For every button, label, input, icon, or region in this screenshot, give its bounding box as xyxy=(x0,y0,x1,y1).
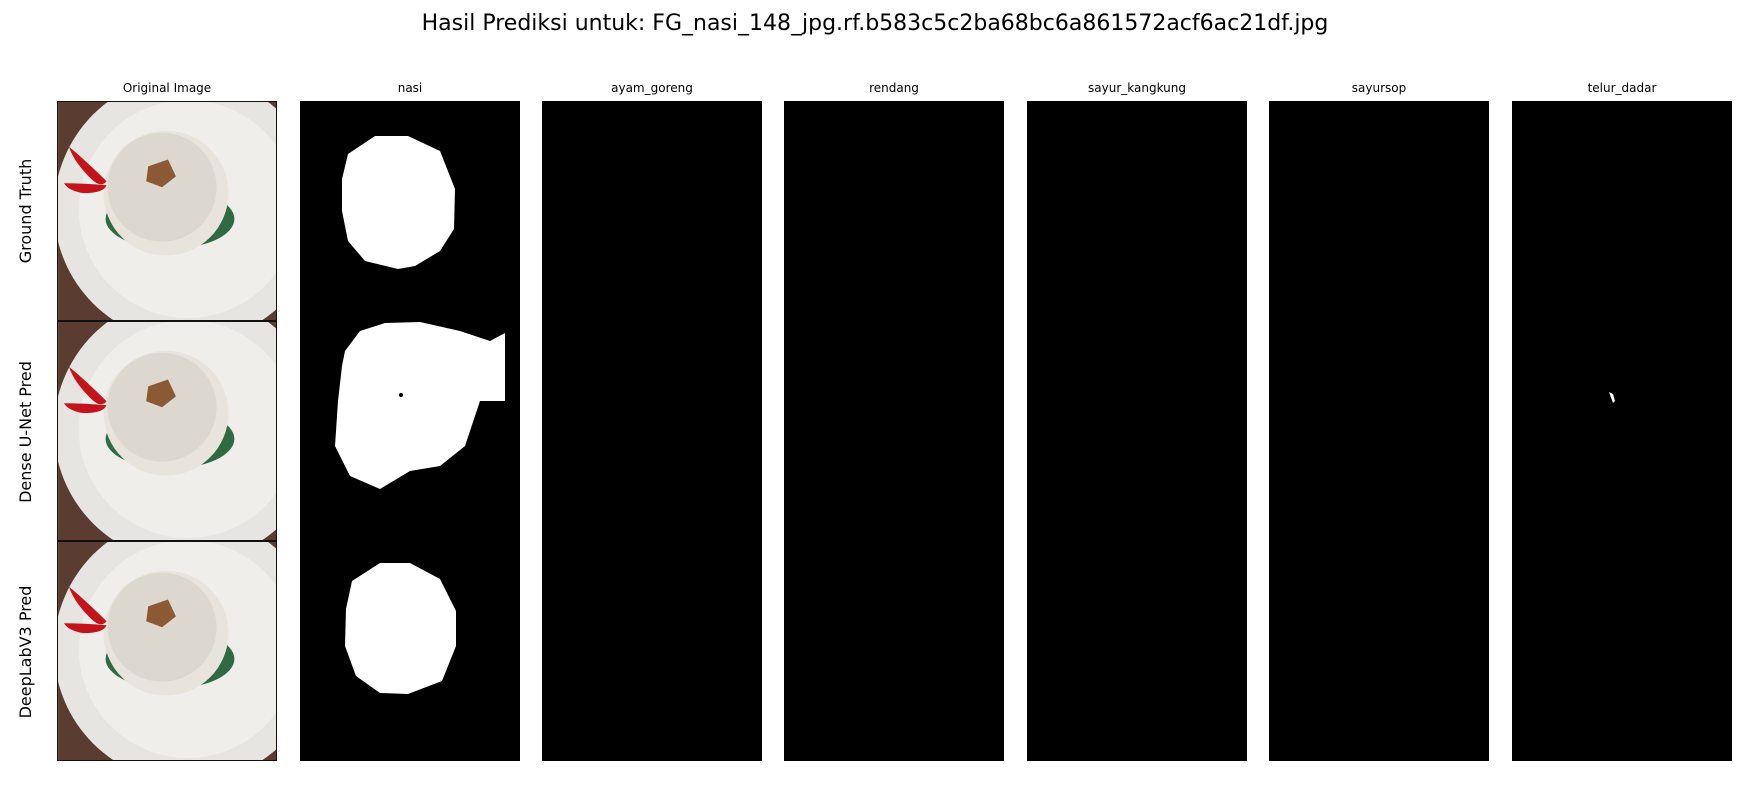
original-image-dense-unet xyxy=(57,321,277,541)
column-title-sayursop: sayursop xyxy=(1351,81,1407,95)
mask-panel-nasi xyxy=(300,101,520,761)
figure-title: Hasil Prediksi untuk: FG_nasi_148_jpg.rf… xyxy=(421,11,1329,36)
mask-panel-sayur-kangkung xyxy=(1027,101,1247,761)
original-image-ground-truth xyxy=(57,101,277,321)
mask-panel-ayam-goreng xyxy=(542,101,762,761)
column-title-sayur-kangkung: sayur_kangkung xyxy=(1088,81,1186,95)
mask-nasi-deeplabv3 xyxy=(345,563,456,694)
column-title-ayam-goreng: ayam_goreng xyxy=(611,81,693,95)
column-title-rendang: rendang xyxy=(869,81,919,95)
mask-panel-telur-dadar xyxy=(1512,101,1732,761)
mask-telur-dadar-dense-unet-speck xyxy=(1609,392,1615,403)
mask-nasi-dense-unet xyxy=(335,322,505,489)
original-image-deeplabv3 xyxy=(57,541,277,761)
row-label-deeplabv3-pred: DeepLabV3 Pred xyxy=(16,585,35,719)
mask-panel-sayursop xyxy=(1269,101,1489,761)
row-label-ground-truth: Ground Truth xyxy=(16,158,35,264)
column-title-original-image: Original Image xyxy=(122,81,212,95)
mask-nasi-ground-truth xyxy=(342,136,455,269)
mask-panel-rendang xyxy=(784,101,1004,761)
mask-nasi-dense-unet-speck xyxy=(399,393,403,397)
row-label-dense-unet-pred: Dense U-Net Pred xyxy=(16,361,35,503)
column-title-telur-dadar: telur_dadar xyxy=(1587,81,1657,95)
column-title-nasi: nasi xyxy=(397,81,423,95)
